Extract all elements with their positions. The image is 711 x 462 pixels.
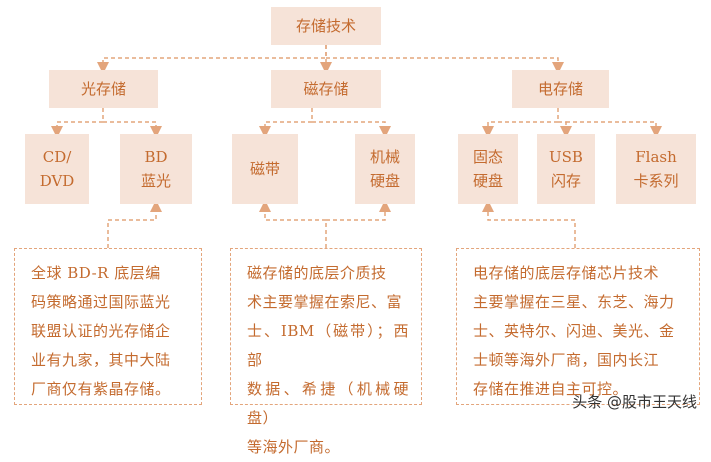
root-node-storage-tech: 存储技术 [271,7,381,45]
description-line: 数据、希捷（机械硬盘） [247,380,409,427]
description-line: 厂商仅有紫晶存储。 [31,380,171,398]
leaf-line: BD [144,148,168,166]
description-line: 联盟认证的光存储企 [31,322,171,340]
leaf-usb-flash: USB 闪存 [537,134,595,204]
leaf-line: 闪存 [550,172,581,190]
leaf-line: 硬盘 [369,172,400,190]
root-label: 存储技术 [295,17,356,35]
leaf-line: 磁带 [249,160,280,178]
description-line: 士、IBM（磁带）；西部 [247,322,409,369]
leaf-bd-bluray: BD 蓝光 [120,134,192,204]
description-line: 全球 BD-R 底层编 [31,264,161,282]
leaf-line: USB [549,148,583,166]
category-label: 光存储 [80,80,126,98]
description-line: 存储在推进自主可控。 [473,380,629,398]
leaf-ssd: 固态 硬盘 [458,134,518,204]
leaf-line: 机械 [369,148,400,166]
leaf-line: DVD [39,172,75,190]
leaf-line: CD/ [42,148,72,166]
leaf-cd-dvd: CD/ DVD [25,134,89,204]
connector-lines [51,45,662,248]
description-line: 术主要掌握在索尼、富 [247,293,403,311]
leaf-hdd: 机械 硬盘 [355,134,415,204]
leaf-line: 硬盘 [472,172,503,190]
leaf-line: 卡系列 [633,172,679,190]
category-optical-storage: 光存储 [49,70,158,108]
leaf-line: 蓝光 [140,172,171,190]
leaf-flash-card: Flash 卡系列 [616,134,696,204]
description-line: 磁存储的底层介质技 [247,264,387,282]
watermark: 头条 @股市王天线 [572,391,697,412]
description-electronic: 电存储的底层存储芯片技术 主要掌握在三星、东芝、海力 士、英特尔、闪迪、美光、金… [456,248,700,405]
leaf-line: Flash [635,148,677,166]
description-line: 电存储的底层存储芯片技术 [473,264,660,282]
description-line: 业有九家，其中大陆 [31,351,171,369]
description-line: 码策略通过国际蓝光 [31,293,171,311]
description-optical: 全球 BD-R 底层编 码策略通过国际蓝光 联盟认证的光存储企 业有九家，其中大… [14,248,202,405]
description-line: 士、英特尔、闪迪、美光、金 [473,322,675,340]
leaf-tape: 磁带 [232,134,298,204]
category-label: 磁存储 [303,80,349,98]
category-magnetic-storage: 磁存储 [271,70,381,108]
watermark-text: 头条 @股市王天线 [572,393,697,411]
description-line: 主要掌握在三星、东芝、海力 [473,293,675,311]
category-label: 电存储 [537,80,583,98]
category-electronic-storage: 电存储 [512,70,609,108]
description-line: 等海外厂商。 [247,438,341,456]
leaf-line: 固态 [472,148,503,166]
description-line: 士顿等海外厂商，国内长江 [473,351,660,369]
description-magnetic: 磁存储的底层介质技 术主要掌握在索尼、富 士、IBM（磁带）；西部 数据、希捷（… [230,248,422,456]
